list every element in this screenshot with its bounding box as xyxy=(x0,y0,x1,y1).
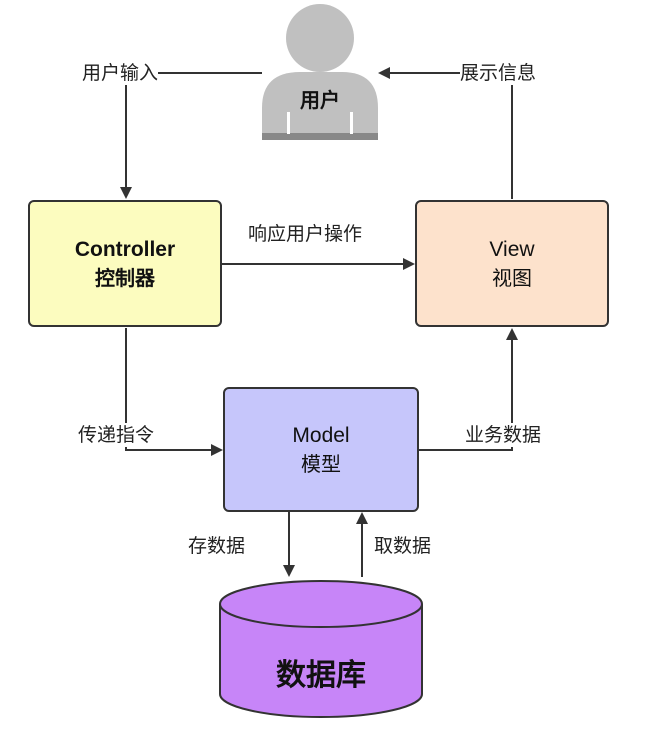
business-data-arrow xyxy=(419,328,518,451)
business-data-label: 业务数据 xyxy=(465,423,542,447)
database-label: 数据库 xyxy=(276,658,366,693)
user-input-arrow xyxy=(120,72,262,199)
controller-subtitle: 控制器 xyxy=(95,265,155,290)
controller-title: Controller xyxy=(74,237,176,261)
respond-label: 响应用户操作 xyxy=(248,222,363,246)
model-subtitle: 模型 xyxy=(301,451,341,476)
pass-command-label: 传递指令 xyxy=(78,423,155,447)
database-cylinder xyxy=(219,580,423,718)
show-info-arrow xyxy=(378,67,513,199)
user-icon xyxy=(262,4,378,140)
view-box: View 视图 xyxy=(415,200,609,327)
user-label: 用户 xyxy=(300,88,340,112)
pass-command-arrow xyxy=(125,328,223,456)
user-input-label: 用户输入 xyxy=(82,61,159,85)
model-box: Model 模型 xyxy=(223,387,419,512)
fetch-data-label: 取数据 xyxy=(374,534,432,558)
store-data-label: 存数据 xyxy=(188,534,246,558)
view-title: View xyxy=(489,237,535,261)
show-info-label: 展示信息 xyxy=(460,61,537,85)
view-subtitle: 视图 xyxy=(492,265,532,290)
model-title: Model xyxy=(292,423,350,447)
controller-box: Controller 控制器 xyxy=(28,200,222,327)
